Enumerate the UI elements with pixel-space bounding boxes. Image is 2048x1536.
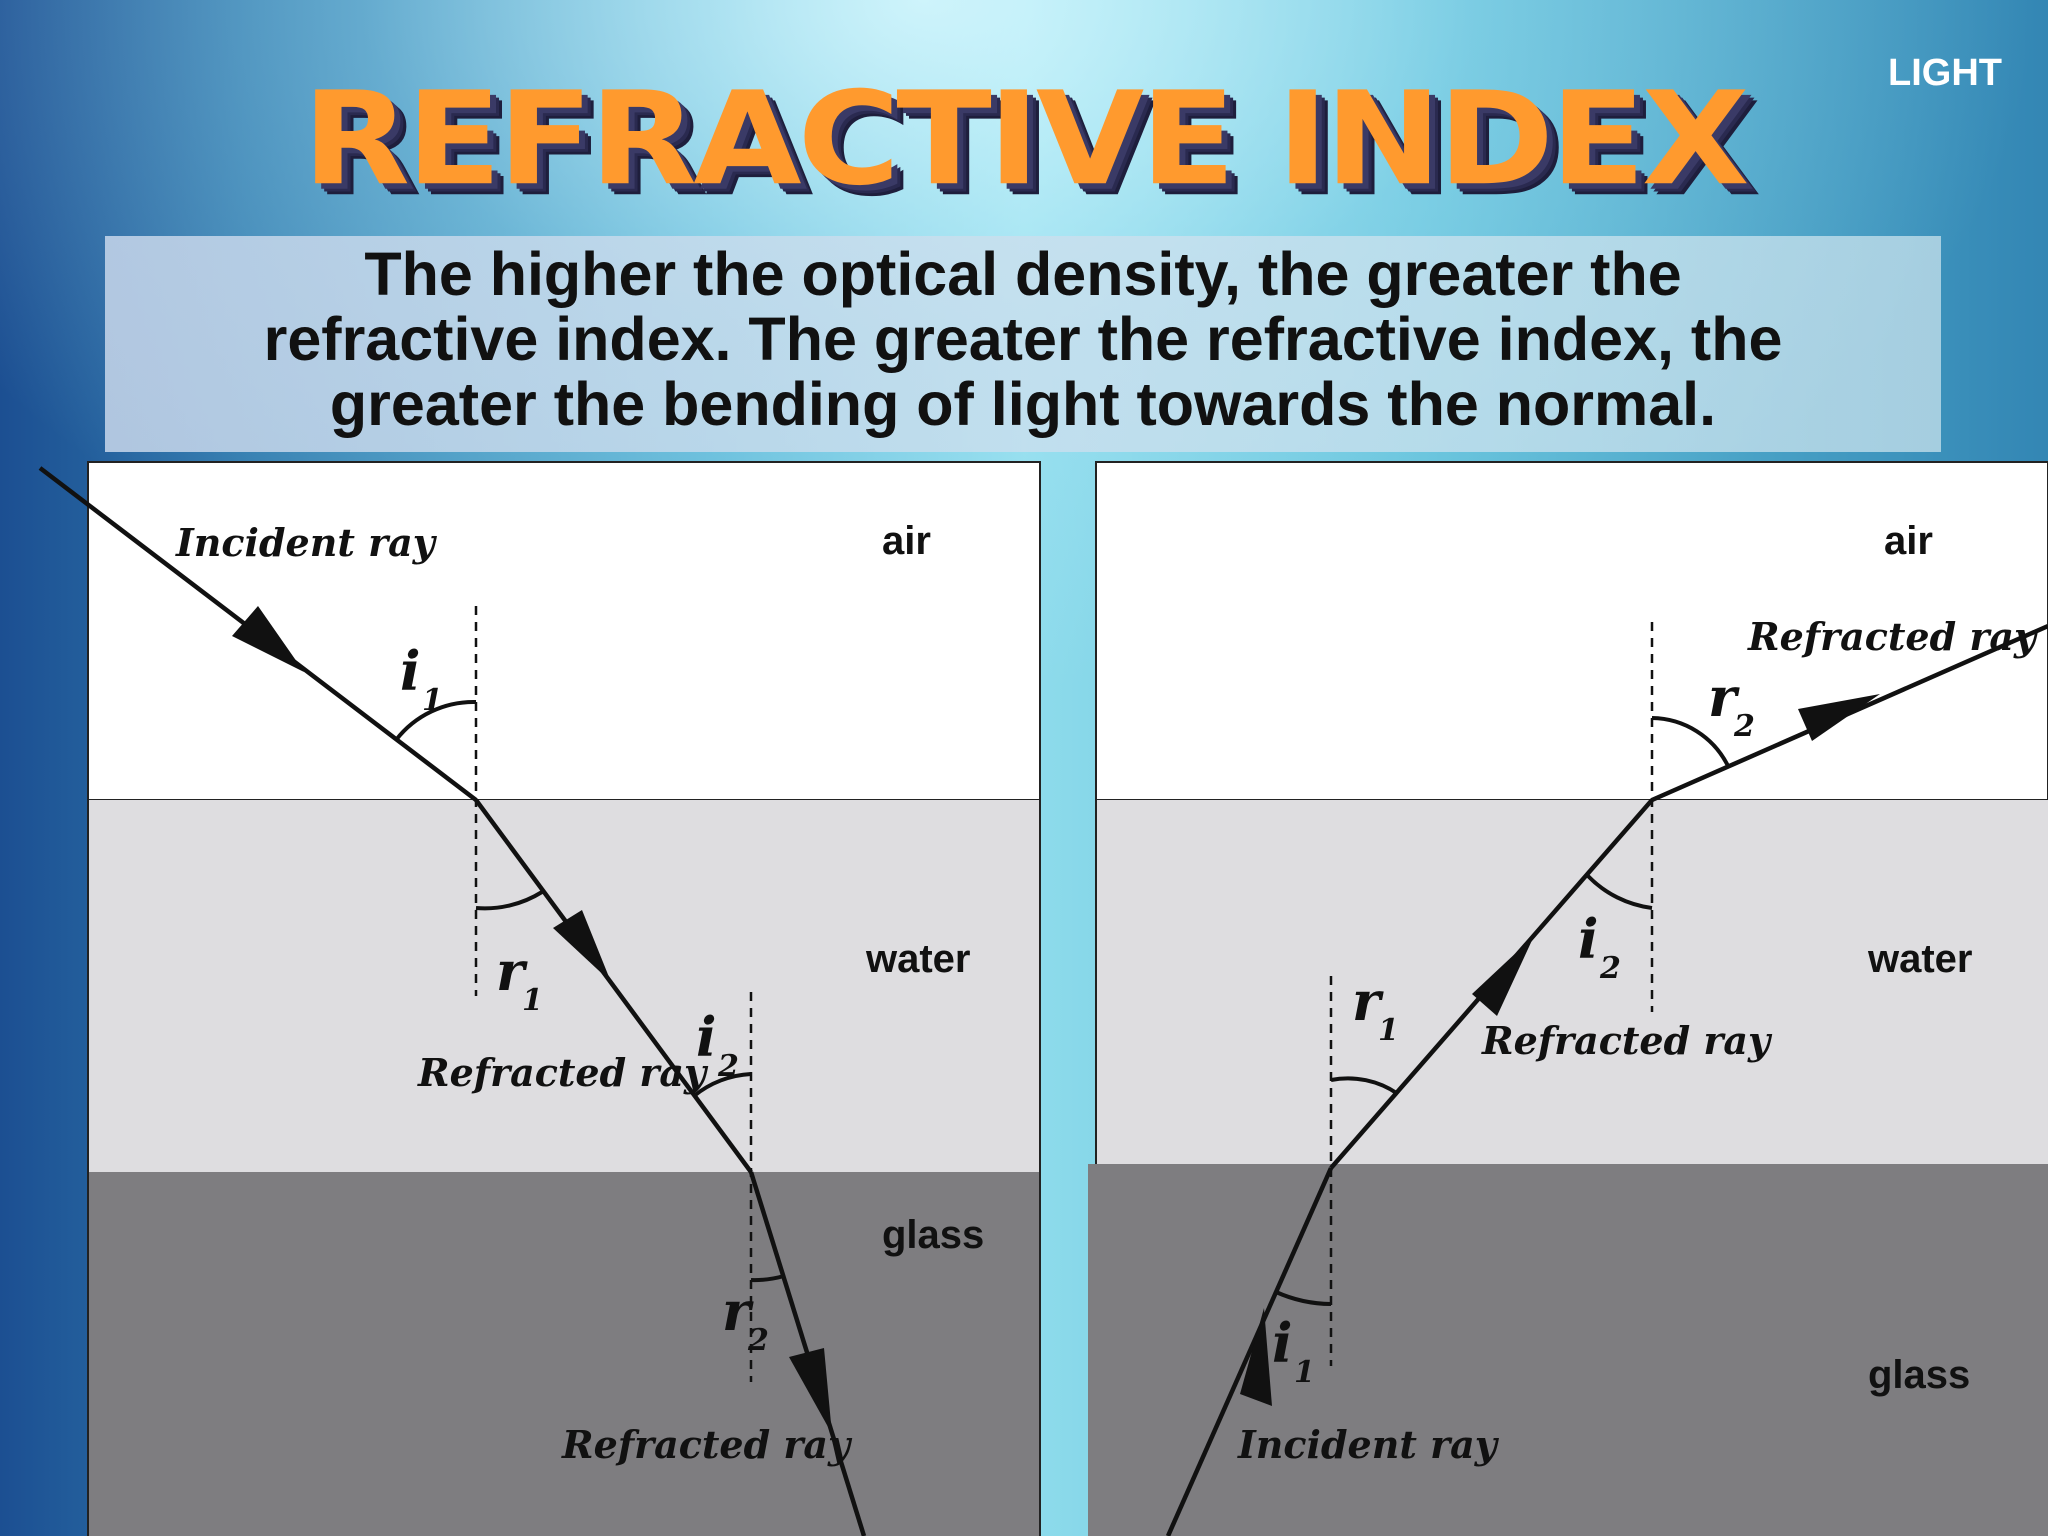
right-arrow-water xyxy=(1472,936,1534,1016)
right-water-region xyxy=(1096,800,2048,1164)
left-air-region xyxy=(87,461,1041,801)
right-label-r1: r xyxy=(1352,969,1384,1033)
left-medium-water: water xyxy=(865,937,971,981)
left-glass-region xyxy=(88,1172,1040,1536)
section-label: LIGHT xyxy=(1888,52,2002,94)
right-medium-glass: glass xyxy=(1868,1353,1970,1397)
left-medium-glass: glass xyxy=(882,1213,984,1257)
right-label-r2: r xyxy=(1708,665,1740,729)
left-label-r1-sub: 1 xyxy=(522,983,543,1018)
right-medium-air: air xyxy=(1884,519,1933,563)
left-label-i2: i xyxy=(696,1005,717,1069)
left-label-i2-sub: 2 xyxy=(717,1049,739,1084)
right-label-i2: i xyxy=(1578,907,1599,971)
statement-line-1: The higher the optical density, the grea… xyxy=(364,240,1682,308)
right-medium-water: water xyxy=(1867,937,1973,981)
left-label-r2: r xyxy=(722,1279,754,1343)
left-arc-i2 xyxy=(692,1072,752,1098)
left-diagram: Incident ray Refracted ray Refracted ray… xyxy=(38,461,1041,1536)
right-diagram: Incident ray Refracted ray Refracted ray… xyxy=(1088,461,2048,1536)
left-arc-i1 xyxy=(394,699,477,742)
right-label-i1-sub: 1 xyxy=(1294,1355,1315,1390)
left-arc-r1 xyxy=(475,890,544,911)
left-label-i1-sub: 1 xyxy=(422,683,443,718)
right-arc-i1 xyxy=(1275,1290,1332,1306)
right-arrow-air xyxy=(1798,694,1880,741)
left-arrow-water xyxy=(553,910,611,982)
statement-line-2: refractive index. The greater the refrac… xyxy=(263,305,1783,373)
right-arc-r1 xyxy=(1330,1076,1400,1096)
right-air-region xyxy=(1095,461,2048,801)
left-label-r1: r xyxy=(496,939,528,1003)
left-label-i1: i xyxy=(400,639,421,703)
right-incident-ray xyxy=(1165,1167,1334,1536)
right-label-incident-ray: Incident ray xyxy=(1237,1422,1500,1467)
statement-box: The higher the optical density, the grea… xyxy=(105,236,1941,452)
right-label-r2-sub: 2 xyxy=(1733,709,1755,744)
left-arrow-incident xyxy=(232,606,304,672)
left-label-refracted-ray-1: Refracted ray xyxy=(417,1050,709,1095)
right-label-refracted-ray-1: Refracted ray xyxy=(1481,1018,1773,1063)
right-label-i1: i xyxy=(1272,1311,1293,1375)
statement-line-3: greater the bending of light towards the… xyxy=(329,370,1717,438)
page-title: REFRACTIVE INDEX xyxy=(302,64,1749,215)
right-arc-i2 xyxy=(1586,874,1653,910)
left-water-region xyxy=(88,800,1040,1172)
left-label-refracted-ray-2: Refracted ray xyxy=(561,1422,853,1467)
right-glass-region xyxy=(1088,1164,2048,1536)
left-label-r2-sub: 2 xyxy=(747,1323,769,1358)
right-arc-r2 xyxy=(1651,716,1730,767)
right-label-r1-sub: 1 xyxy=(1378,1013,1399,1048)
left-arrow-glass xyxy=(789,1348,832,1434)
right-label-i2-sub: 2 xyxy=(1599,951,1621,986)
left-medium-air: air xyxy=(882,519,931,563)
right-arrow-incident xyxy=(1240,1308,1272,1406)
left-label-incident-ray: Incident ray xyxy=(175,520,438,565)
right-label-refracted-ray-2: Refracted ray xyxy=(1747,614,2039,659)
left-arc-r2 xyxy=(750,1274,785,1283)
left-refracted-ray-water xyxy=(474,798,753,1174)
